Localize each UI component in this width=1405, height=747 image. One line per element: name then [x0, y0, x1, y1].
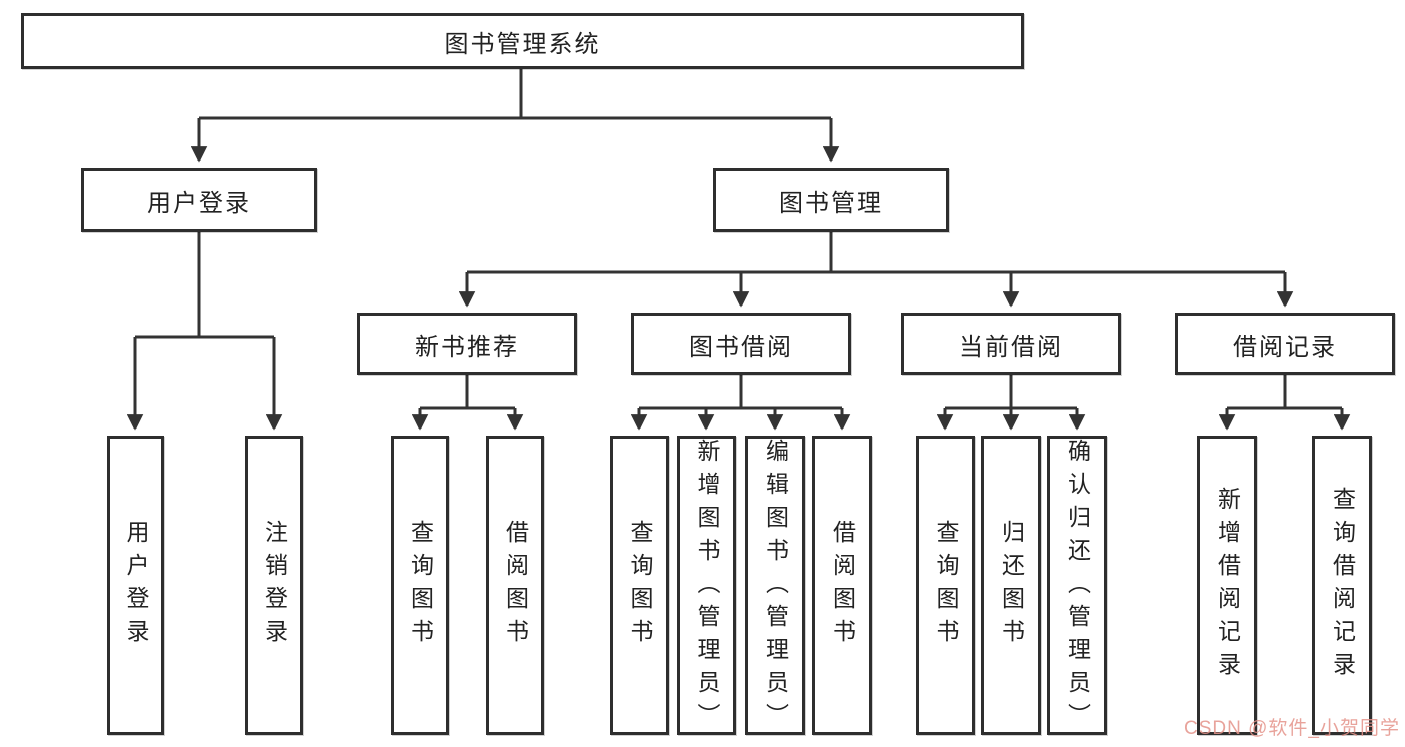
node-leaf-label: 查询图书 [627, 519, 653, 652]
node-borrowing-records: 借阅记录 [1175, 313, 1395, 375]
node-leaf-label: 查询图书 [407, 519, 434, 652]
node-book-management: 图书管理 [713, 168, 949, 232]
node-current-borrowing: 当前借阅 [901, 313, 1121, 375]
node-leaf-label: 查询借阅记录 [1329, 486, 1356, 685]
node-leaf-label: 借阅图书 [829, 519, 856, 652]
node-leaf-label: 编辑图书（管理员） [762, 439, 789, 736]
node-leaf-label: 新增图书（管理员） [694, 439, 720, 736]
node-leaf-label: 查询图书 [933, 519, 959, 652]
node-leaf-edit-book-admin: 编辑图书（管理员） [745, 436, 805, 736]
node-leaf-query-books: 查询图书 [610, 436, 669, 735]
node-book-borrowing: 图书借阅 [631, 313, 851, 375]
node-leaf-label: 注销登录 [261, 519, 288, 652]
node-leaf-borrow-books: 借阅图书 [486, 436, 544, 735]
node-leaf-logout: 注销登录 [245, 436, 303, 735]
node-leaf-user-login: 用户登录 [107, 436, 164, 735]
node-leaf-label: 归还图书 [998, 519, 1025, 652]
node-leaf-add-borrow-record: 新增借阅记录 [1197, 436, 1257, 735]
node-leaf-label: 用户登录 [123, 519, 149, 652]
node-leaf-confirm-return-admin: 确认归还（管理员） [1047, 436, 1107, 736]
node-leaf-borrow-books: 借阅图书 [812, 436, 872, 735]
node-leaf-label: 确认归还（管理员） [1064, 439, 1091, 736]
node-new-book-recommend: 新书推荐 [357, 313, 577, 375]
node-leaf-query-borrow-record: 查询借阅记录 [1312, 436, 1372, 735]
node-leaf-add-book-admin: 新增图书（管理员） [677, 436, 736, 736]
node-leaf-label: 新增借阅记录 [1214, 486, 1241, 685]
node-leaf-query-books: 查询图书 [916, 436, 975, 735]
node-leaf-label: 借阅图书 [502, 519, 529, 652]
node-library-system: 图书管理系统 [21, 13, 1024, 69]
node-leaf-query-books: 查询图书 [391, 436, 449, 735]
node-user-login: 用户登录 [81, 168, 317, 232]
node-leaf-return-book: 归还图书 [981, 436, 1041, 735]
